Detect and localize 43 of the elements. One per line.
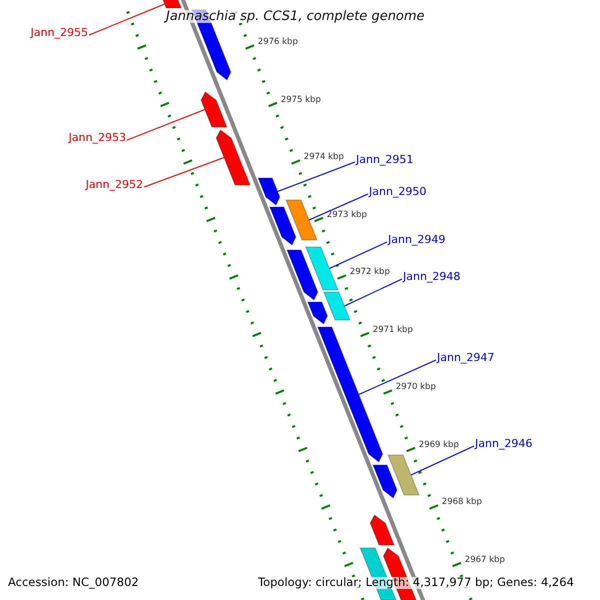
gene-label: Jann_2948 — [403, 271, 460, 282]
leader-line — [88, 4, 166, 36]
leader-line — [144, 157, 224, 188]
leader-line — [308, 194, 368, 220]
leader-line — [277, 162, 356, 192]
leader-line — [126, 109, 206, 140]
gene-label: Jann_2949 — [388, 234, 446, 245]
scale-label: 2975 kbp — [280, 96, 321, 104]
gene-label: Jann_2950 — [369, 186, 426, 197]
scale-label: 2972 kbp — [350, 268, 390, 276]
leader-line — [358, 360, 436, 395]
leader-line — [344, 278, 402, 306]
scale-label: 2976 kbp — [258, 38, 298, 46]
scale-label: 2968 kbp — [442, 498, 482, 506]
scale-label: 2973 kbp — [326, 210, 367, 219]
gene-block — [285, 200, 318, 240]
scale-label: 2974 kbp — [304, 153, 344, 162]
scale-label: 2970 kbp — [396, 383, 436, 392]
leader-line — [328, 242, 388, 269]
gene-block — [305, 246, 339, 290]
gene-label: Jann_2952 — [86, 179, 143, 190]
gene-block — [370, 514, 395, 546]
leader-line — [410, 446, 474, 476]
gene-label: Jann_2955 — [30, 27, 88, 38]
gene-block — [307, 302, 328, 325]
gene-block — [216, 129, 251, 186]
gene-label: Jann_2951 — [356, 154, 414, 165]
scale-label: 2967 kbp — [464, 556, 505, 564]
scale-label: 2969 kbp — [418, 440, 459, 449]
gene-block — [257, 178, 280, 206]
title: Jannaschia sp. CCS1, complete genome — [164, 10, 427, 23]
gene-block — [286, 250, 318, 301]
info-text: Topology: circular; Length: 4,317,977 bp; Genes: 4,264 — [258, 577, 574, 588]
gene-label: Jann_2946 — [475, 438, 532, 449]
info-text: Accession: NC_007802 — [8, 577, 139, 588]
gene-block — [200, 91, 228, 128]
scale-label: 2971 kbp — [372, 326, 413, 334]
gene-block — [269, 206, 296, 246]
gene-block — [323, 292, 351, 320]
gene-label: Jann_2953 — [68, 132, 126, 143]
gene-label: Jann_2947 — [437, 352, 494, 363]
gene-block — [372, 464, 398, 499]
gene-block — [387, 454, 420, 496]
